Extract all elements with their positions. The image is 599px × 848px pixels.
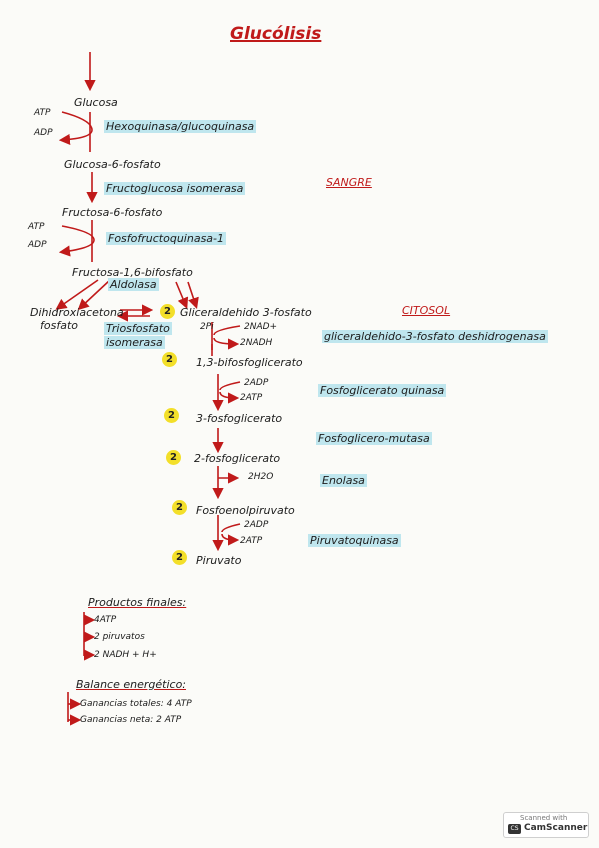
- camscanner-text: CamScanner: [524, 823, 588, 833]
- nadh-cofactor: 2NADH: [240, 338, 273, 348]
- fructosa6p-label: Fructosa-6-fosfato: [62, 206, 163, 219]
- bifosfoglicerato-label: 1,3-bifosfoglicerato: [196, 356, 303, 369]
- adp3-cofactor: 2ADP: [244, 378, 269, 388]
- atp-cofactor: ATP: [34, 108, 51, 118]
- stoichiometry-badge: 2: [164, 408, 179, 423]
- piruvato-label: Piruvato: [196, 554, 242, 567]
- dihidroxi-label: Dihidroxiacetona: [30, 306, 124, 319]
- atp2-cofactor: ATP: [28, 222, 45, 232]
- hexoquinasa-enzyme: Hexoquinasa/glucoquinasa: [104, 120, 257, 133]
- pi-cofactor: 2Pi: [200, 322, 214, 332]
- balance-item: Ganancias totales: 4 ATP: [80, 699, 192, 709]
- page-title: Glucólisis: [230, 24, 322, 44]
- camscanner-badge: Scanned with CS CamScanner: [503, 812, 589, 838]
- adp-cofactor: ADP: [34, 128, 53, 138]
- glucosa6p-label: Glucosa-6-fosfato: [64, 158, 161, 171]
- producto-item: 2 piruvatos: [94, 632, 145, 642]
- fosfoenol-label: Fosfoenolpiruvato: [196, 504, 295, 517]
- gliceraldehido-label: Gliceraldehido 3-fosfato: [180, 306, 312, 319]
- atp4-cofactor: 2ATP: [240, 536, 263, 546]
- adp2-cofactor: ADP: [28, 240, 47, 250]
- glucosa-label: Glucosa: [74, 96, 118, 109]
- producto-item: 4ATP: [94, 615, 117, 625]
- aldolasa-enzyme: Aldolasa: [108, 278, 159, 291]
- atp3-cofactor: 2ATP: [240, 393, 263, 403]
- stoichiometry-badge: 2: [172, 550, 187, 565]
- productos-heading: Productos finales:: [88, 596, 187, 609]
- pgk-enzyme: Fosfoglicerato quinasa: [318, 384, 447, 397]
- citosol-label: CITOSOL: [402, 304, 451, 317]
- fructosa16-label: Fructosa-1,6-bifosfato: [72, 266, 193, 279]
- h2o-cofactor: 2H2O: [248, 472, 274, 482]
- camscanner-logo-icon: CS: [508, 824, 521, 834]
- fosfofructoquinasa-enzyme: Fosfofructoquinasa-1: [106, 232, 227, 245]
- enolasa-enzyme: Enolasa: [320, 474, 367, 487]
- triosa-enzyme-2: isomerasa: [104, 336, 165, 349]
- producto-item: 2 NADH + H+: [94, 650, 157, 660]
- dihidroxi-label-2: fosfato: [40, 319, 78, 332]
- nad-cofactor: 2NAD+: [244, 322, 278, 332]
- ghd-enzyme: gliceraldehido-3-fosfato deshidrogenasa: [322, 330, 548, 343]
- fosfoglicerato3-label: 3-fosfoglicerato: [196, 412, 283, 425]
- triosa-enzyme: Triosfosfato: [104, 322, 172, 335]
- fosfoglicerato2-label: 2-fosfoglicerato: [194, 452, 281, 465]
- stoichiometry-badge: 2: [162, 352, 177, 367]
- balance-heading: Balance energético:: [76, 678, 186, 691]
- pgm-enzyme: Fosfoglicero-mutasa: [316, 432, 432, 445]
- stoichiometry-badge: 2: [160, 304, 175, 319]
- balance-item: Ganancias neta: 2 ATP: [80, 715, 182, 725]
- stoichiometry-badge: 2: [172, 500, 187, 515]
- pk-enzyme: Piruvatoquinasa: [308, 534, 401, 547]
- adp4-cofactor: 2ADP: [244, 520, 269, 530]
- stoichiometry-badge: 2: [166, 450, 181, 465]
- scanned-with-text: Scanned with: [520, 814, 568, 822]
- sangre-label: SANGRE: [326, 176, 372, 189]
- fructoglucosa-enzyme: Fructoglucosa isomerasa: [104, 182, 246, 195]
